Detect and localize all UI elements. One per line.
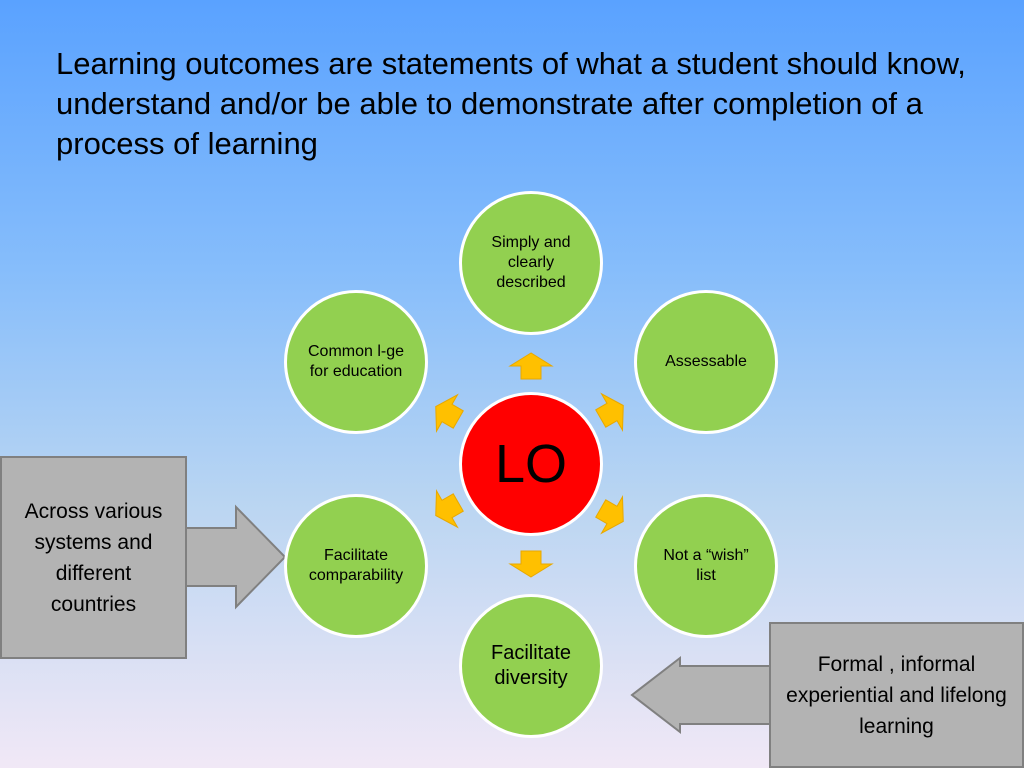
right-callout-box: Formal , informal experiential and lifel… <box>769 622 1024 768</box>
node-simply-clearly-described: Simply and clearly described <box>459 191 603 335</box>
arrow-to-upper-right <box>595 392 624 432</box>
left-callout-arrow <box>185 504 287 610</box>
slide-heading: Learning outcomes are statements of what… <box>56 46 966 161</box>
left-callout-box: Across various systems and different cou… <box>0 456 187 659</box>
right-callout-text: Formal , informal experiential and lifel… <box>786 652 1007 738</box>
left-callout-text: Across various systems and different cou… <box>24 499 163 616</box>
arrow-to-bottom <box>508 550 554 578</box>
arrow-to-upper-left <box>435 393 464 433</box>
node-common-language: Common l-ge for education <box>284 290 428 434</box>
right-callout-arrow <box>630 655 771 735</box>
node-facilitate-diversity: Facilitate diversity <box>459 594 603 738</box>
arrow-to-lower-right <box>595 495 624 535</box>
node-not-a-wish-list: Not a “wish” list <box>634 494 778 638</box>
center-lo-label: LO <box>494 434 568 494</box>
node-facilitate-comparability: Facilitate comparability <box>284 494 428 638</box>
arrow-to-top <box>508 352 554 380</box>
node-assessable: Assessable <box>634 290 778 434</box>
center-lo-node: LO <box>459 392 603 536</box>
arrow-to-lower-left <box>435 489 464 529</box>
